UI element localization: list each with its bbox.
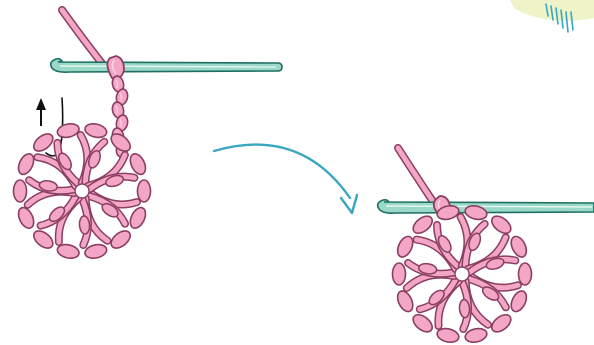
step-before <box>14 10 283 260</box>
yarn-tail <box>62 10 104 66</box>
corner-decoration <box>510 0 594 32</box>
up-arrow-icon <box>36 98 46 126</box>
curved-arrow-icon <box>214 145 357 213</box>
hook-loop <box>107 56 124 78</box>
stitch-ring <box>14 122 151 260</box>
step-after <box>378 148 594 344</box>
crochet-hook-icon <box>51 59 282 72</box>
yarn-tail <box>398 148 432 200</box>
stitch-ring <box>393 204 532 344</box>
